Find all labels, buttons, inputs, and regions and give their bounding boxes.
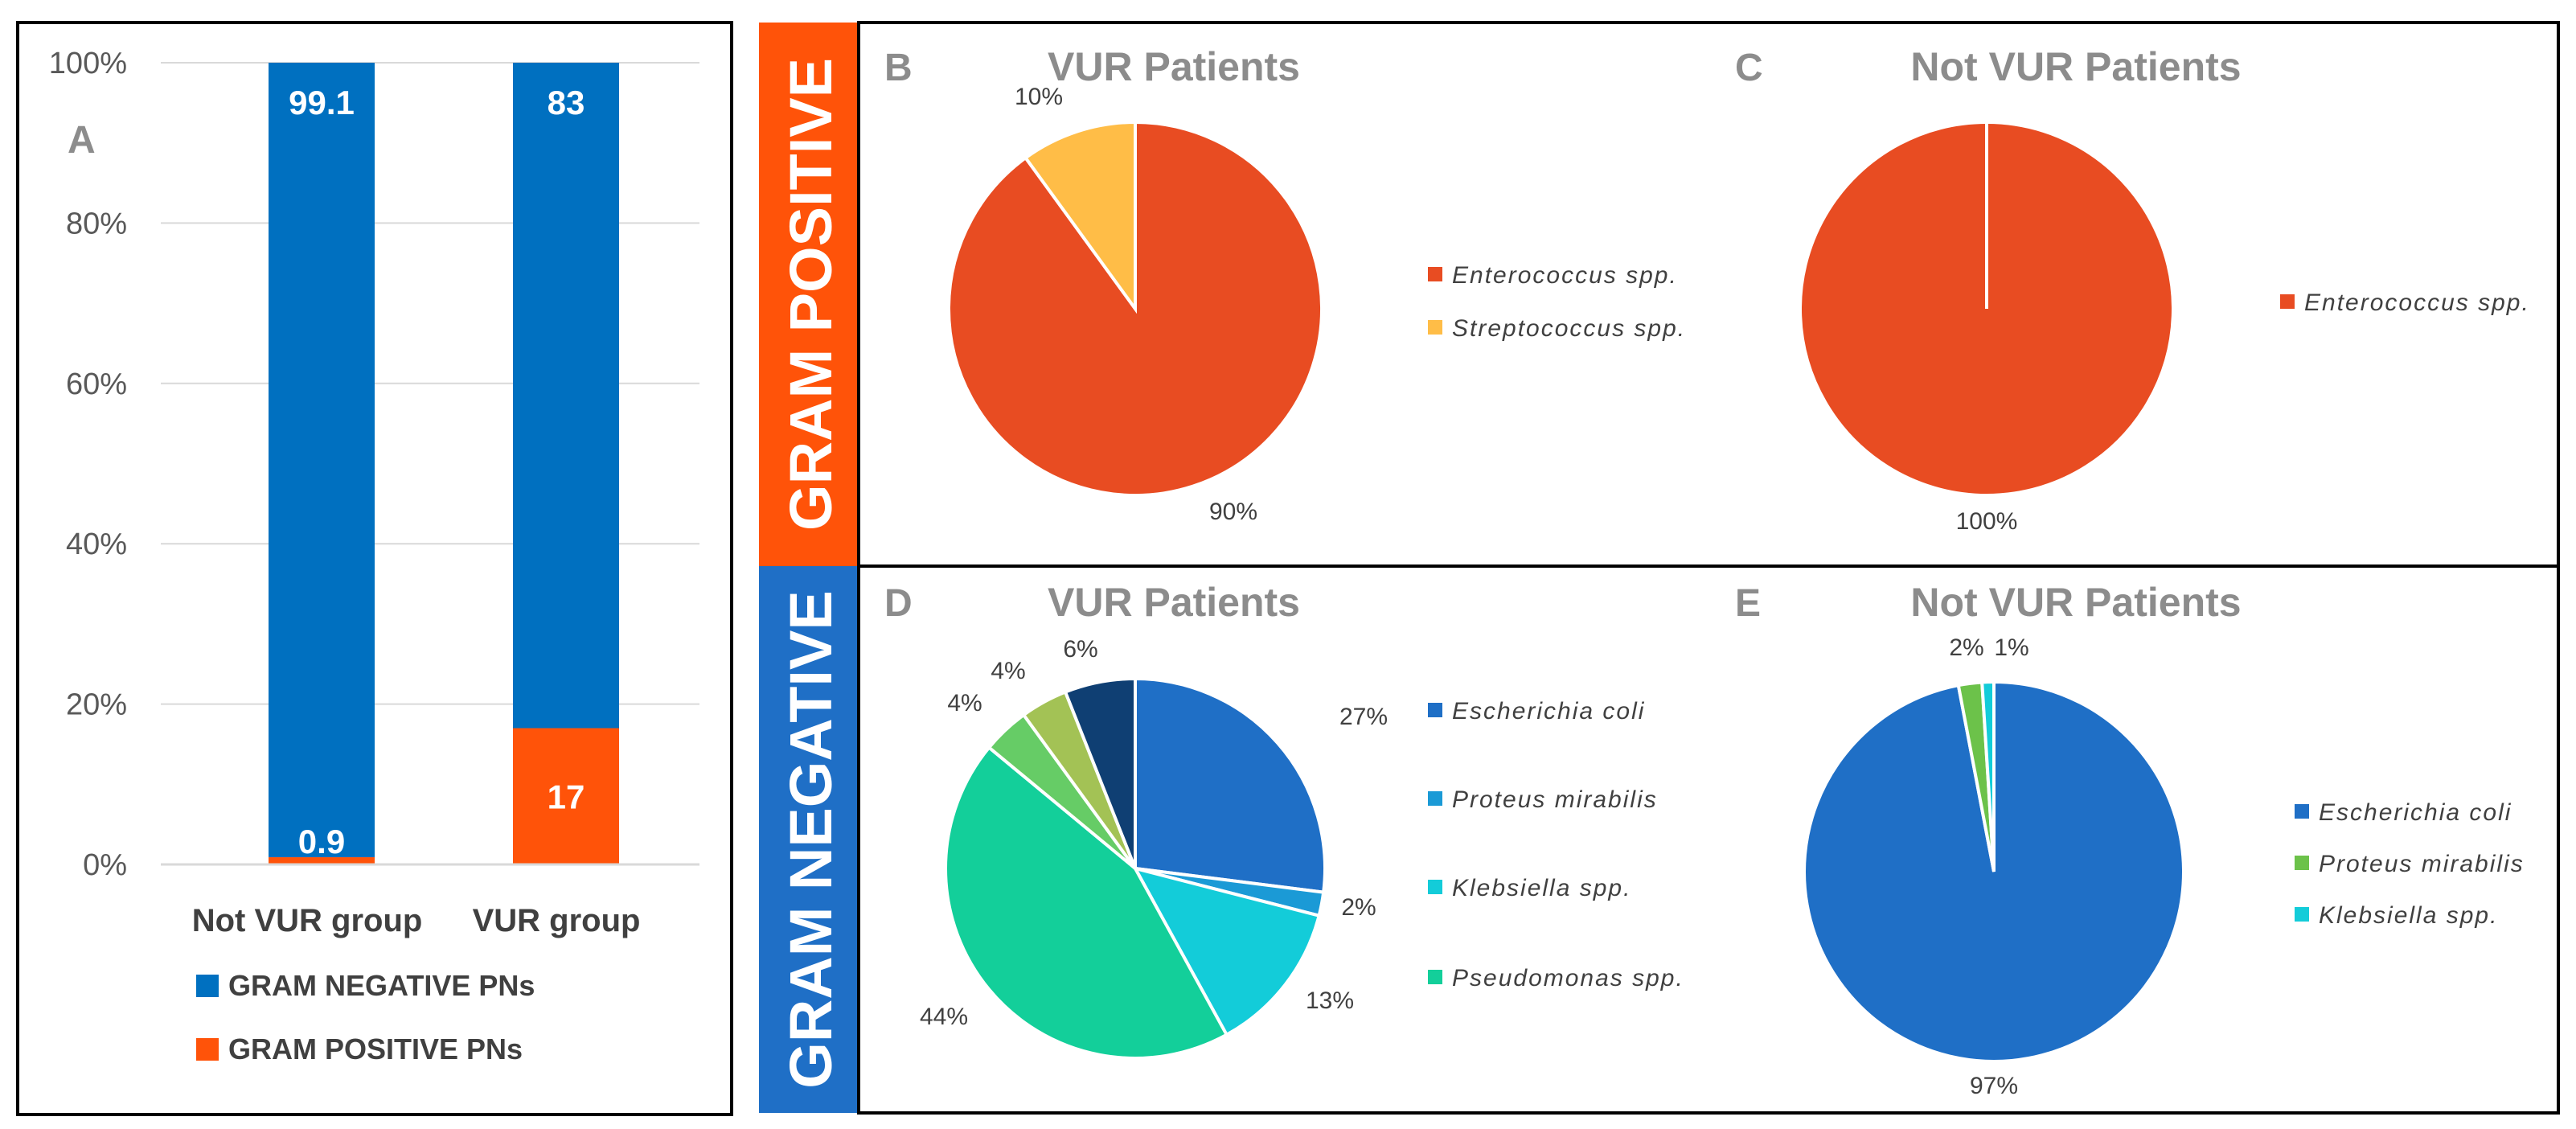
legend-swatch (1428, 267, 1442, 281)
y-tick-label: 80% (66, 207, 127, 240)
gram-negative-band (759, 566, 859, 1113)
data-label: 83 (548, 84, 585, 121)
data-label: 99.1 (289, 84, 355, 121)
legend-swatch (1428, 320, 1442, 335)
slice-label: 13% (1306, 987, 1354, 1014)
legend-swatch (1428, 880, 1442, 894)
legend-label: Klebsiella spp. (1452, 875, 1631, 901)
panel-c-title: Not VUR Patients (1910, 44, 2241, 89)
pie-slice (1134, 676, 1327, 894)
slice-label: 6% (1063, 636, 1097, 663)
bar-segment (269, 857, 375, 864)
panel-b-letter: B (884, 47, 913, 89)
pie-d: 27% 2% 13% 44% 4% 4% 6% Escherichia coliProteus… (920, 636, 1684, 1060)
legend-label: GRAM POSITIVE PNs (228, 1033, 523, 1065)
pie-c: 100% Enterococcus spp. (1799, 121, 2530, 535)
slice-label: 90% (1209, 499, 1257, 525)
panel-d-letter: D (884, 582, 913, 625)
panel-c-letter: C (1735, 47, 1763, 89)
slice-label: 4% (947, 690, 982, 716)
panel-a-letter: A (68, 119, 96, 162)
slice-label: 27% (1339, 704, 1388, 730)
pie-slice (944, 745, 1229, 1060)
slice-label: 44% (920, 1004, 968, 1030)
y-tick-label: 60% (66, 367, 127, 401)
legend-swatch (1428, 703, 1442, 717)
pie-b: 90% 10% Enterococcus spp. Streptococcus spp… (947, 84, 1686, 525)
pie-slice (1023, 120, 1137, 314)
legend-label: Enterococcus spp. (1452, 262, 1678, 289)
slice-label: 2% (1949, 634, 1983, 661)
pie-slice (1063, 676, 1137, 869)
gram-positive-label: GRAM POSITIVE (777, 58, 844, 531)
y-tick-label: 0% (83, 848, 127, 882)
legend-swatch (196, 975, 219, 997)
slice-label: 100% (1956, 508, 2018, 535)
slice-label: 4% (991, 658, 1025, 684)
panel-b-title: VUR Patients (1048, 44, 1300, 89)
legend-label: Klebsiella spp. (2319, 902, 2498, 929)
legend-swatch (2280, 294, 2295, 309)
bar-segment (513, 63, 619, 729)
legend-swatch (1428, 791, 1442, 806)
legend-label: Pseudomonas spp. (1452, 965, 1684, 991)
legend-swatch (2295, 856, 2309, 870)
legend-label: Proteus mirabilis (2319, 851, 2525, 877)
pie-slice (1980, 679, 1996, 872)
bar-segment (269, 63, 375, 858)
legend-label: Escherichia coli (1452, 698, 1645, 725)
y-tick-label: 40% (66, 528, 127, 561)
panel-e-title: Not VUR Patients (1910, 580, 2241, 625)
legend-swatch (1428, 970, 1442, 984)
data-label: 17 (548, 778, 585, 815)
bar-segment (513, 728, 619, 864)
pie-slice (1132, 865, 1322, 1037)
y-tick-label: 20% (66, 688, 127, 722)
x-tick-label: Not VUR group (192, 903, 423, 938)
slice-label: 2% (1341, 894, 1376, 921)
y-tick-label: 100% (49, 47, 127, 80)
data-label: 0.9 (298, 823, 345, 860)
legend-label: GRAM NEGATIVE PNs (228, 969, 535, 1002)
gram-negative-label: GRAM NEGATIVE (777, 590, 844, 1088)
pie-charts: 90% 10% Enterococcus spp. Streptococcus spp… (920, 84, 2530, 1099)
panel-e-letter: E (1735, 582, 1761, 625)
slice-label: 97% (1970, 1073, 2018, 1099)
gram-positive-band (759, 23, 859, 566)
slice-label: 1% (1994, 634, 2028, 661)
legend-label: Escherichia coli (2319, 799, 2512, 826)
panel-d-title: VUR Patients (1048, 580, 1300, 625)
legend-swatch (196, 1038, 219, 1061)
slice-label: 10% (1015, 84, 1063, 110)
legend-label: Enterococcus spp. (2304, 289, 2530, 316)
legend-swatch (2295, 907, 2309, 922)
x-tick-label: VUR group (473, 903, 641, 938)
legend-swatch (2295, 804, 2309, 819)
legend-label: Streptococcus spp. (1452, 315, 1686, 342)
legend-label: Proteus mirabilis (1452, 786, 1658, 813)
